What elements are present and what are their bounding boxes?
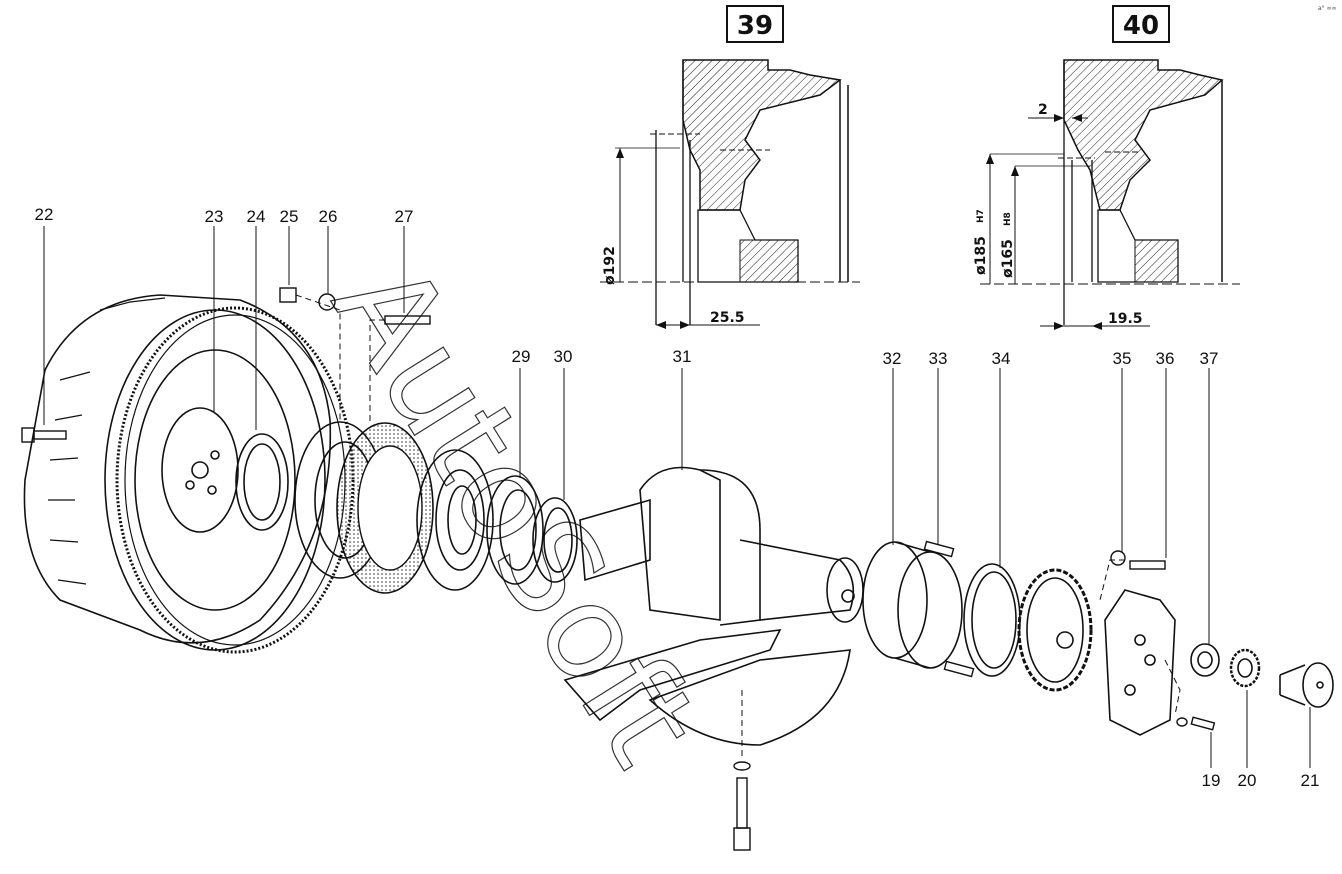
housing-fins bbox=[48, 297, 166, 585]
crankshaft bbox=[579, 466, 864, 626]
part-label-32: 32 bbox=[883, 349, 902, 368]
fig40-inner-diameter-dim: ø165 bbox=[1000, 239, 1016, 278]
part-number-labels: 22 23 24 25 26 27 29 30 31 32 33 34 35 36 37 19 20 21 bbox=[35, 205, 1320, 790]
fig40-gap-dim: 2 bbox=[1038, 102, 1048, 118]
fig39-diameter-dim: ø192 bbox=[602, 246, 618, 285]
gear bbox=[1017, 568, 1093, 692]
section-figure-40: 40 ø185 H7 ø165 H8 2 19.5 bbox=[973, 5, 1240, 330]
gear-cover-plate bbox=[1104, 589, 1176, 736]
figure-39-number: 39 bbox=[737, 11, 773, 41]
fig40-outer-tolerance: H7 bbox=[976, 209, 986, 223]
bolt-22 bbox=[21, 427, 67, 443]
cap-screw-21 bbox=[1279, 662, 1334, 708]
seal-ring bbox=[235, 433, 289, 531]
fig40-offset-dim: 19.5 bbox=[1108, 311, 1143, 327]
figure-39-box bbox=[726, 5, 784, 43]
part-label-24: 24 bbox=[247, 207, 266, 226]
spacer-ring-29 bbox=[486, 475, 544, 585]
part-label-30: 30 bbox=[554, 347, 573, 366]
part-label-21: 21 bbox=[1301, 771, 1320, 790]
part-label-22: 22 bbox=[35, 205, 54, 224]
counterweights bbox=[563, 629, 851, 746]
washer-37 bbox=[1190, 643, 1220, 677]
figure-40-box bbox=[1112, 5, 1170, 43]
section-figure-39: 39 ø192 25.5 bbox=[600, 5, 860, 329]
part-label-29: 29 bbox=[512, 347, 531, 366]
fig39-offset-dim: 25.5 bbox=[710, 310, 745, 326]
small-bolt-19 bbox=[1176, 716, 1216, 731]
gasket bbox=[336, 422, 434, 594]
bolt-35-36 bbox=[1110, 550, 1166, 570]
part-label-27: 27 bbox=[395, 207, 414, 226]
lock-washer-20 bbox=[1229, 648, 1261, 688]
part-label-26: 26 bbox=[319, 207, 338, 226]
part-label-35: 35 bbox=[1113, 349, 1132, 368]
corner-mark: a° ∞∞ bbox=[1318, 5, 1337, 12]
part-label-20: 20 bbox=[1238, 771, 1257, 790]
fig40-inner-tolerance: H8 bbox=[1003, 212, 1013, 226]
fig40-hatched-section bbox=[1063, 59, 1224, 211]
fig39-hatched-section bbox=[682, 59, 842, 211]
part-label-34: 34 bbox=[992, 349, 1011, 368]
leader-lines bbox=[43, 226, 1311, 768]
fig39-ring bbox=[739, 239, 799, 283]
part-label-25: 25 bbox=[280, 207, 299, 226]
part-label-33: 33 bbox=[929, 349, 948, 368]
part-label-23: 23 bbox=[205, 207, 224, 226]
part-label-37: 37 bbox=[1200, 349, 1219, 368]
fig40-ring bbox=[1134, 239, 1179, 283]
main-bearing bbox=[416, 449, 494, 591]
piston-32 bbox=[862, 541, 963, 669]
ring-34 bbox=[963, 563, 1021, 677]
dashed-guides bbox=[295, 294, 1181, 760]
part-label-31: 31 bbox=[673, 347, 692, 366]
figure-40-number: 40 bbox=[1123, 11, 1159, 41]
flywheel-housing bbox=[23, 294, 332, 651]
counterweight-bolt bbox=[733, 761, 751, 851]
part-label-19: 19 bbox=[1202, 771, 1221, 790]
fig40-outer-diameter-dim: ø185 bbox=[973, 236, 989, 275]
pin-33 bbox=[923, 540, 975, 678]
part-label-36: 36 bbox=[1156, 349, 1175, 368]
ring-30 bbox=[532, 497, 578, 583]
flywheel-ring-gear bbox=[115, 306, 355, 654]
